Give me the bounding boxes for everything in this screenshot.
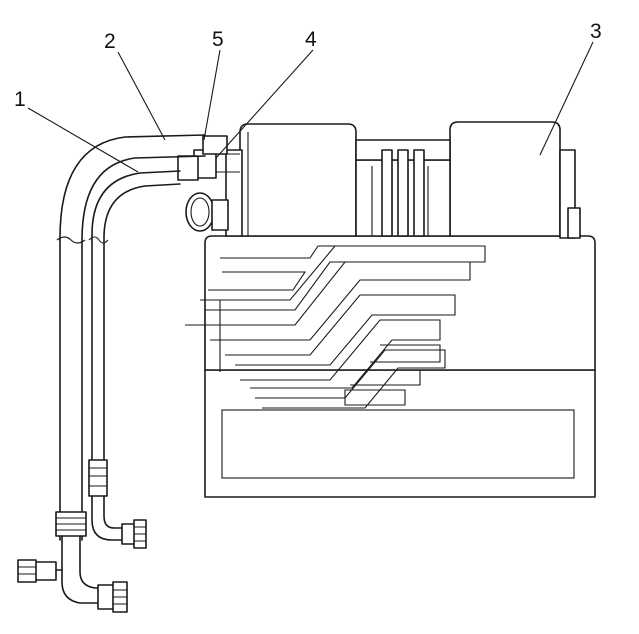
leader-5 [203, 49, 221, 141]
callout-5: 5 [212, 28, 224, 51]
hose-1 [88, 170, 181, 549]
leader-4 [215, 49, 314, 159]
callout-2: 2 [104, 30, 116, 53]
callout-4: 4 [305, 28, 317, 51]
heater-housing [185, 159, 596, 498]
hose-2 [17, 134, 206, 613]
callout-1: 1 [14, 88, 26, 111]
valve-fittings [177, 135, 240, 232]
leader-3 [539, 41, 594, 156]
blower-assembly [225, 121, 581, 239]
decor-panel [185, 159, 491, 409]
callouts: 1 2 3 4 5 [14, 20, 602, 111]
leader-lines [27, 41, 594, 173]
callout-3: 3 [590, 20, 602, 43]
leader-2 [117, 51, 166, 141]
leader-1 [27, 107, 139, 173]
